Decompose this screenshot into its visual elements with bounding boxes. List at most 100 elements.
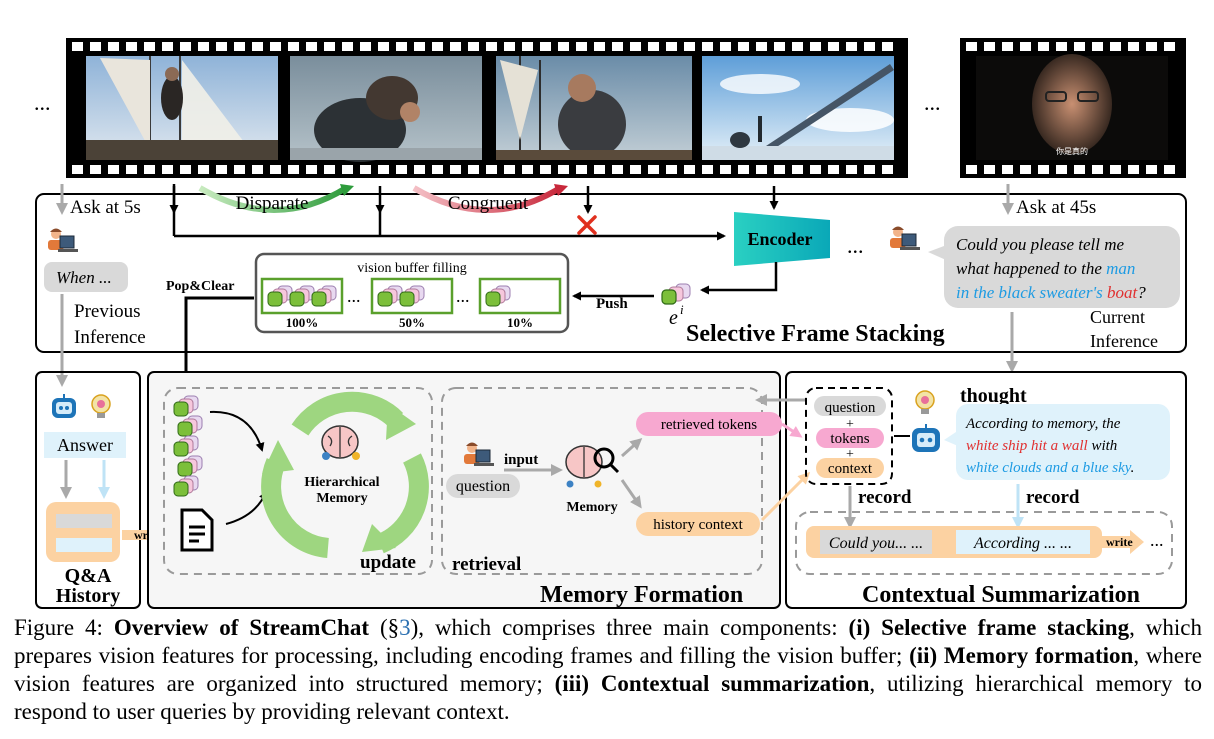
film-perforation (756, 42, 767, 51)
film-perforation (1020, 165, 1031, 174)
film-perforation (1128, 165, 1139, 174)
memory-search-icon (565, 445, 620, 488)
memory-token (177, 415, 203, 437)
film-perforation (540, 165, 551, 174)
film-perforation (270, 42, 281, 51)
film-perforation (162, 42, 173, 51)
film-perforation (774, 165, 785, 174)
film-perforation (558, 165, 569, 174)
film-perforation (612, 165, 623, 174)
film-perforation (306, 165, 317, 174)
film-perforation (288, 42, 299, 51)
ellipsis-mid: ... (924, 90, 941, 115)
memory-label-retrieval: Memory (566, 500, 617, 515)
user-icon-right (890, 226, 920, 250)
write-arrow-ctx (1100, 530, 1144, 554)
congruent-arc (412, 185, 562, 213)
record-could-you: Could you... ... (829, 535, 923, 552)
film-perforation (234, 42, 245, 51)
film-perforation (468, 165, 479, 174)
film-perforation (774, 42, 785, 51)
stack-question: question (825, 400, 876, 416)
film-perforation (702, 42, 713, 51)
film-perforation (558, 42, 569, 51)
caption-title: Overview of StreamChat (113, 615, 370, 640)
film-perforation (720, 42, 731, 51)
memory-token (173, 395, 199, 417)
encoder-dots: ... (847, 233, 864, 258)
film-perforation (1146, 165, 1157, 174)
embedding-label: e (669, 307, 678, 329)
film-perforation (234, 165, 245, 174)
qa-history-box (35, 371, 141, 609)
document-icon (180, 508, 214, 552)
film-perforation (198, 42, 209, 51)
film-perforation (1092, 42, 1103, 51)
film-perforation (450, 42, 461, 51)
buffer-token (267, 285, 293, 307)
film-perforation (162, 165, 173, 174)
figure-caption: Figure 4: Overview of StreamChat (§3), w… (14, 614, 1202, 726)
stack-context: context (828, 461, 873, 477)
film-perforation (1074, 165, 1085, 174)
man-bowing-frame (290, 56, 482, 162)
film-perforation (540, 42, 551, 51)
inference-label-right: Inference (1090, 331, 1158, 351)
film-perforation (756, 165, 767, 174)
film-perforation (648, 165, 659, 174)
record-label-2: record (1026, 487, 1080, 508)
film-perforation (1074, 42, 1085, 51)
ask-at-5s: Ask at 5s (70, 197, 141, 218)
disparate-label: Disparate (236, 193, 309, 214)
film-perforation (396, 42, 407, 51)
film-perforation (180, 165, 191, 174)
when-bubble (44, 262, 128, 292)
lightbulb-icon-thought (915, 390, 935, 414)
caption-ref-open: (§ (369, 615, 400, 640)
thought-line-3: white clouds and a blue sky. (966, 460, 1134, 476)
buffer-token (377, 285, 403, 307)
film-perforation (1038, 165, 1049, 174)
film-perforation (864, 165, 875, 174)
film-perforation (360, 165, 371, 174)
record-according: According ... ... (973, 535, 1072, 552)
record-label-1: record (858, 487, 912, 508)
robot-icon (52, 394, 76, 418)
film-perforation (1164, 165, 1175, 174)
film-perforation (450, 165, 461, 174)
film-perforation (846, 165, 857, 174)
buffer-title: vision buffer filling (357, 261, 466, 276)
film-perforation (1038, 42, 1049, 51)
buffer-pct-50: 50% (399, 315, 425, 330)
film-perforation (984, 42, 995, 51)
caption-ref-link[interactable]: 3 (399, 615, 411, 640)
question-line-1: Could you please tell me (956, 235, 1125, 254)
film-perforation (684, 42, 695, 51)
discard-x-icon (577, 215, 597, 235)
retrieval-region (441, 387, 763, 575)
lightbulb-icon (91, 394, 111, 418)
buffer-token (399, 285, 425, 307)
encoder-block (734, 212, 830, 266)
film-perforation (1110, 165, 1121, 174)
film-perforation (342, 42, 353, 51)
film-perforation (594, 42, 605, 51)
caption-ref-close: ), which comprises three main components… (410, 615, 849, 640)
qa-title-1: Q&A (65, 565, 112, 587)
film-perforation (324, 165, 335, 174)
film-perforation (252, 165, 263, 174)
contextual-title: Contextual Summarization (862, 582, 1140, 608)
man-close-up-frame: 你是真的 (976, 54, 1168, 160)
film-perforation (882, 165, 893, 174)
film-perforation (432, 42, 443, 51)
film-perforation (966, 165, 977, 174)
film-perforation (612, 42, 623, 51)
question-line-3: in the black sweater's boat? (956, 283, 1146, 302)
contextual-summarization-box (785, 371, 1187, 609)
write-label-ctx: write (1106, 535, 1133, 549)
film-perforation (342, 165, 353, 174)
brain-icon (321, 425, 360, 460)
caption-c3: (iii) Contextual summarization (554, 671, 870, 696)
sky-stairs-frame (702, 56, 894, 160)
caption-fig-num: Figure 4: (14, 615, 103, 640)
